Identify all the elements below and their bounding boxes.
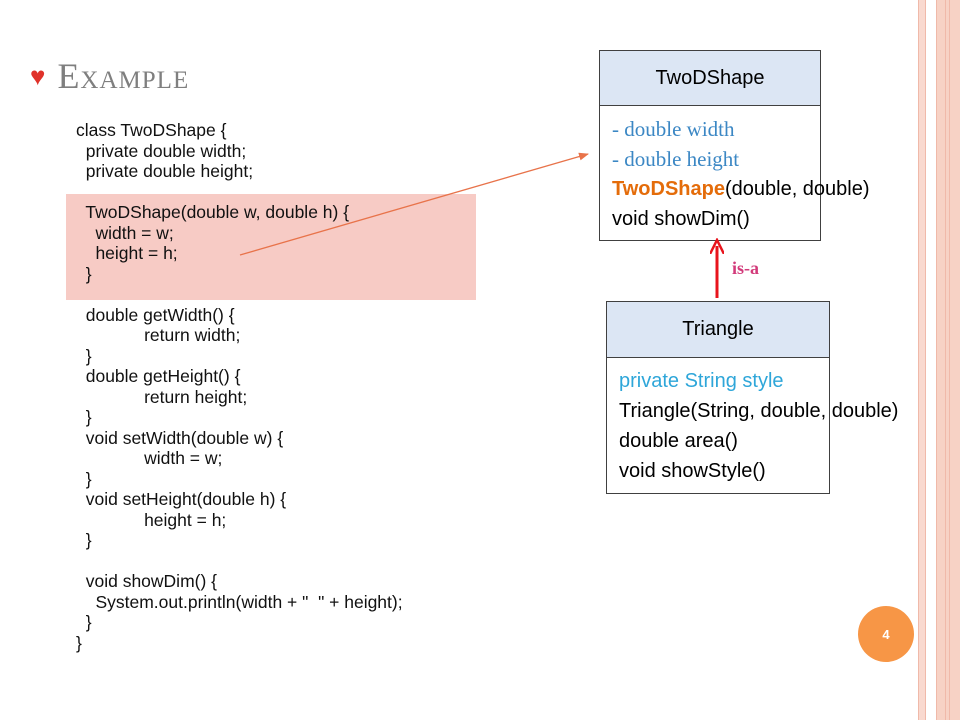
code-line: } bbox=[76, 632, 82, 653]
code-line: height = h; bbox=[76, 509, 227, 530]
decorative-stripe bbox=[936, 0, 960, 720]
uml-members: - double width - double height TwoDShape… bbox=[600, 106, 870, 242]
constructor-arrow bbox=[239, 152, 589, 256]
uml-class-name: TwoDShape bbox=[600, 51, 820, 106]
slide-title: ♥ Example bbox=[30, 56, 189, 96]
relation-label: is-a bbox=[732, 258, 759, 278]
uml-class-name: Triangle bbox=[607, 302, 829, 358]
uml-constructor: TwoDShape(double, double) bbox=[612, 174, 870, 204]
code-line: double getHeight() { bbox=[76, 366, 241, 386]
uml-constructor-name: TwoDShape bbox=[612, 178, 725, 200]
code-line: width = w; bbox=[76, 448, 223, 468]
uml-attribute: - double height bbox=[612, 147, 740, 171]
code-line: width = w; bbox=[76, 222, 174, 243]
slide-title-text: Example bbox=[57, 56, 190, 96]
code-line: } bbox=[76, 468, 92, 489]
decorative-stripe bbox=[926, 0, 936, 720]
code-line: } bbox=[76, 263, 92, 284]
code-line: private double height; bbox=[76, 161, 254, 181]
code-line: void setWidth(double w) { bbox=[76, 427, 284, 448]
heart-bullet-icon: ♥ bbox=[30, 61, 46, 91]
uml-method: double area() bbox=[619, 430, 738, 452]
code-line: private double width; bbox=[76, 140, 247, 161]
code-line: } bbox=[76, 530, 92, 550]
code-line: } bbox=[76, 407, 92, 427]
uml-method: void showDim() bbox=[612, 208, 750, 230]
code-line: class TwoDShape { bbox=[76, 120, 227, 140]
constructor-highlight bbox=[66, 194, 476, 300]
code-line: height = h; bbox=[76, 243, 178, 263]
uml-class-twodshape: TwoDShape - double width - double height… bbox=[599, 50, 870, 242]
code-line: return height; bbox=[76, 386, 248, 407]
code-line: void setHeight(double h) { bbox=[76, 489, 287, 509]
uml-class-triangle: Triangle private String style Triangle(S… bbox=[606, 301, 898, 494]
page-number-badge: 4 bbox=[858, 606, 914, 662]
uml-members: private String style Triangle(String, do… bbox=[607, 358, 898, 494]
decorative-stripe bbox=[918, 0, 926, 720]
code-line: void showDim() { bbox=[76, 571, 218, 591]
code-line: } bbox=[76, 345, 92, 366]
uml-attribute: - double width bbox=[612, 117, 735, 141]
code-line: System.out.println(width + " " + height)… bbox=[76, 591, 403, 612]
uml-attribute: private String style bbox=[619, 370, 784, 392]
code-block: class TwoDShape { private double width; … bbox=[76, 120, 403, 653]
code-line: TwoDShape(double w, double h) { bbox=[76, 202, 350, 222]
uml-constructor-params: (double, double) bbox=[724, 178, 870, 200]
uml-method: void showStyle() bbox=[619, 460, 766, 482]
code-line: return width; bbox=[76, 325, 241, 345]
code-line: } bbox=[76, 612, 92, 632]
code-line: double getWidth() { bbox=[76, 304, 235, 325]
